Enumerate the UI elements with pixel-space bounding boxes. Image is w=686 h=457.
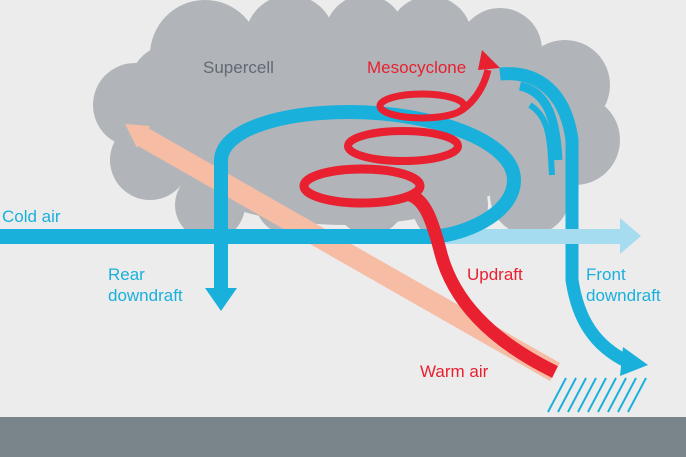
warm-air-label: Warm air [420, 362, 489, 381]
mesocyclone-spiral [299, 69, 558, 378]
tornado-ground-marks-icon [547, 377, 647, 413]
mesocyclone-arrowhead [478, 50, 500, 70]
rear-downdraft-arrowhead [205, 288, 237, 311]
supercell-label: Supercell [203, 58, 274, 77]
front-downdraft-label-line1: Front [586, 265, 626, 284]
ground [0, 417, 686, 457]
updraft-label: Updraft [467, 265, 523, 284]
rear-downdraft-label-line2: downdraft [108, 286, 183, 305]
warm-air-arrow [125, 124, 560, 381]
front-downdraft-arrowhead [620, 347, 648, 376]
front-downdraft-arrow [499, 67, 631, 368]
front-downdraft-label-line2: downdraft [586, 286, 661, 305]
cold-air-label: Cold air [2, 207, 61, 226]
rear-downdraft-label-line1: Rear [108, 265, 145, 284]
mesocyclone-label: Mesocyclone [367, 58, 467, 77]
cold-air-arrowhead [620, 218, 641, 254]
rear-downdraft-loop [214, 104, 522, 296]
cold-air-band-light [440, 229, 622, 244]
